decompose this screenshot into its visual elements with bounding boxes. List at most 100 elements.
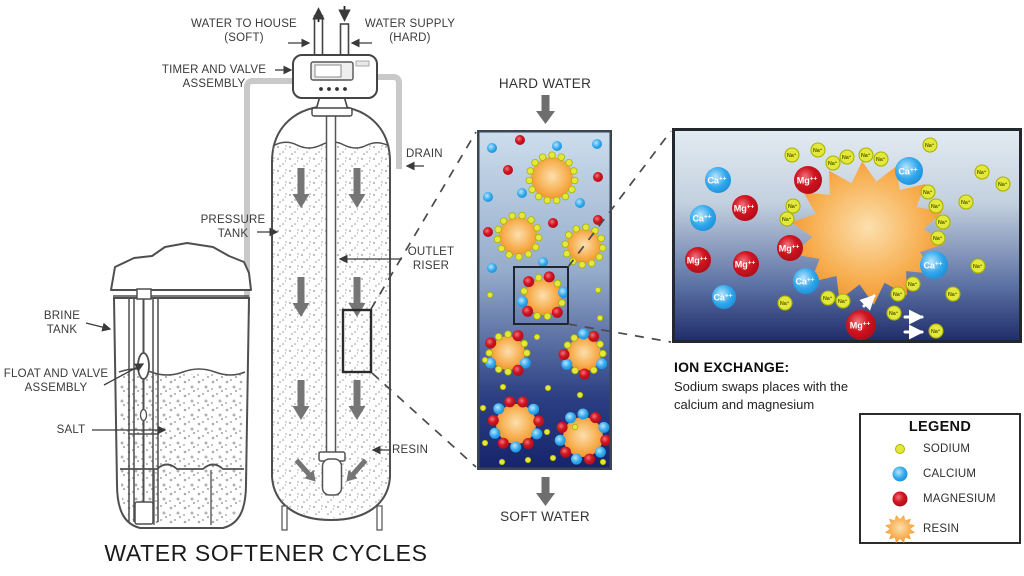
sodium-ion: Na+ — [777, 295, 793, 311]
resin-bead — [561, 223, 607, 269]
supply-inlet-pipe — [339, 23, 350, 61]
svg-text:Na+: Na+ — [925, 142, 935, 150]
sodium-ion: Na+ — [820, 290, 836, 306]
magnesium-ion: Mg++ — [777, 235, 803, 261]
resin-bead — [554, 408, 612, 465]
svg-text:Na+: Na+ — [908, 281, 918, 289]
svg-text:Na+: Na+ — [931, 328, 941, 336]
sodium-ion: Na+ — [839, 149, 855, 165]
label-float-valve: FLOAT AND VALVE ASSEMBLY — [3, 368, 109, 394]
outlet-riser-tube — [318, 97, 346, 496]
svg-text:Na+: Na+ — [780, 300, 790, 308]
magnesium-dot — [548, 218, 558, 228]
sodium-dot — [486, 291, 494, 299]
svg-text:Na+: Na+ — [889, 310, 899, 318]
pressure-tank — [271, 104, 391, 531]
svg-text:Na+: Na+ — [931, 203, 941, 211]
tank-highlight-rect — [341, 308, 373, 374]
svg-text:Ca++: Ca++ — [707, 176, 726, 186]
sodium-ion: Na+ — [779, 211, 795, 227]
sodium-ion: Na+ — [930, 230, 946, 246]
label-outlet-riser: OUTLET RISER — [407, 246, 455, 272]
label-brine-tank: BRINE TANK — [43, 310, 81, 336]
drain-pipe — [372, 74, 402, 169]
sodium-ion: Na+ — [958, 194, 974, 210]
sodium-dot — [498, 458, 506, 466]
calcium-ion: Ca++ — [793, 268, 819, 294]
sodium-ion: Na+ — [873, 151, 889, 167]
resin-bead — [485, 330, 531, 376]
svg-text:Mg++: Mg++ — [687, 256, 708, 266]
legend-label: MAGNESIUM — [923, 492, 996, 505]
sodium-dot — [479, 404, 487, 412]
label-water-to-house: WATER TO HOUSE (SOFT) — [191, 18, 297, 44]
calcium-swatch-icon — [892, 466, 908, 481]
svg-text:Na+: Na+ — [923, 189, 933, 197]
float-valve-assembly — [128, 288, 159, 525]
calcium-ion: Ca++ — [690, 205, 716, 231]
legend-item-sodium: SODIUM — [861, 436, 1019, 461]
calcium-ion: Ca++ — [895, 157, 923, 185]
resin-bead-large — [790, 161, 946, 305]
svg-text:Na+: Na+ — [813, 147, 823, 155]
svg-text:Na+: Na+ — [788, 203, 798, 211]
sodium-ion: Na+ — [922, 137, 938, 153]
sodium-dot — [533, 333, 541, 341]
calcium-ion: Ca++ — [712, 285, 736, 309]
svg-text:Na+: Na+ — [876, 156, 886, 164]
calcium-ion: Ca++ — [920, 251, 948, 279]
sodium-ion: Na+ — [825, 155, 841, 171]
legend-item-magnesium: MAGNESIUM — [861, 486, 1019, 511]
brine-tank — [110, 242, 252, 529]
legend-label: RESIN — [923, 523, 960, 535]
calcium-dot — [487, 143, 497, 153]
timer-valve-head — [292, 54, 378, 117]
hard-water-label: HARD WATER — [498, 76, 592, 91]
zoom-border — [672, 128, 1022, 343]
magnesium-ion: Mg++ — [732, 195, 758, 221]
svg-text:Na+: Na+ — [977, 169, 987, 177]
resin-swatch-icon — [885, 515, 915, 543]
calcium-dot — [552, 141, 562, 151]
sodium-dot — [594, 286, 602, 294]
column-highlight-square — [513, 266, 569, 325]
magnesium-dot — [593, 172, 603, 182]
svg-text:Na+: Na+ — [861, 152, 871, 160]
soft-water-arrow — [536, 477, 555, 506]
sodium-ion: Na+ — [890, 286, 906, 302]
sodium-dot — [481, 439, 489, 447]
sodium-dot — [549, 454, 557, 462]
legend-item-calcium: CALCIUM — [861, 461, 1019, 486]
sodium-ion: Na+ — [928, 198, 944, 214]
svg-text:Na+: Na+ — [823, 295, 833, 303]
ion-exchange-desc-1: Sodium swaps places with the — [674, 379, 849, 394]
ion-exchange-zoom-panel: Ca++Ca++Mg++Mg++Mg++Ca++Mg++Ca++Mg++Ca++… — [672, 128, 1022, 343]
svg-text:Na+: Na+ — [948, 291, 958, 299]
sodium-ion: Na+ — [920, 184, 936, 200]
svg-text:Na+: Na+ — [973, 263, 983, 271]
sodium-dot — [576, 391, 584, 399]
resin-bead — [493, 211, 543, 261]
svg-text:Mg++: Mg++ — [779, 244, 800, 254]
magnesium-dot — [483, 227, 493, 237]
calcium-dot — [592, 139, 602, 149]
label-pressure-tank: PRESSURE TANK — [200, 214, 266, 240]
calcium-dot — [517, 188, 527, 198]
house-outlet-pipe — [313, 15, 324, 61]
svg-text:Ca++: Ca++ — [923, 261, 942, 271]
sodium-dot — [481, 356, 489, 364]
svg-text:Na+: Na+ — [938, 219, 948, 227]
label-drain: DRAIN — [406, 148, 443, 160]
magnesium-ion: Mg++ — [685, 247, 711, 273]
sodium-dot — [499, 383, 507, 391]
sodium-dot — [596, 314, 604, 322]
diagram-caption: WATER SOFTENER CYCLES — [104, 540, 428, 566]
sodium-ion: Na+ — [974, 164, 990, 180]
label-resin: RESIN — [392, 444, 429, 456]
svg-text:Na+: Na+ — [787, 152, 797, 160]
resin-bead — [487, 396, 545, 453]
sodium-ion: Na+ — [928, 323, 944, 339]
magnesium-ion: Mg++ — [794, 166, 822, 194]
calcium-dot — [538, 257, 548, 267]
